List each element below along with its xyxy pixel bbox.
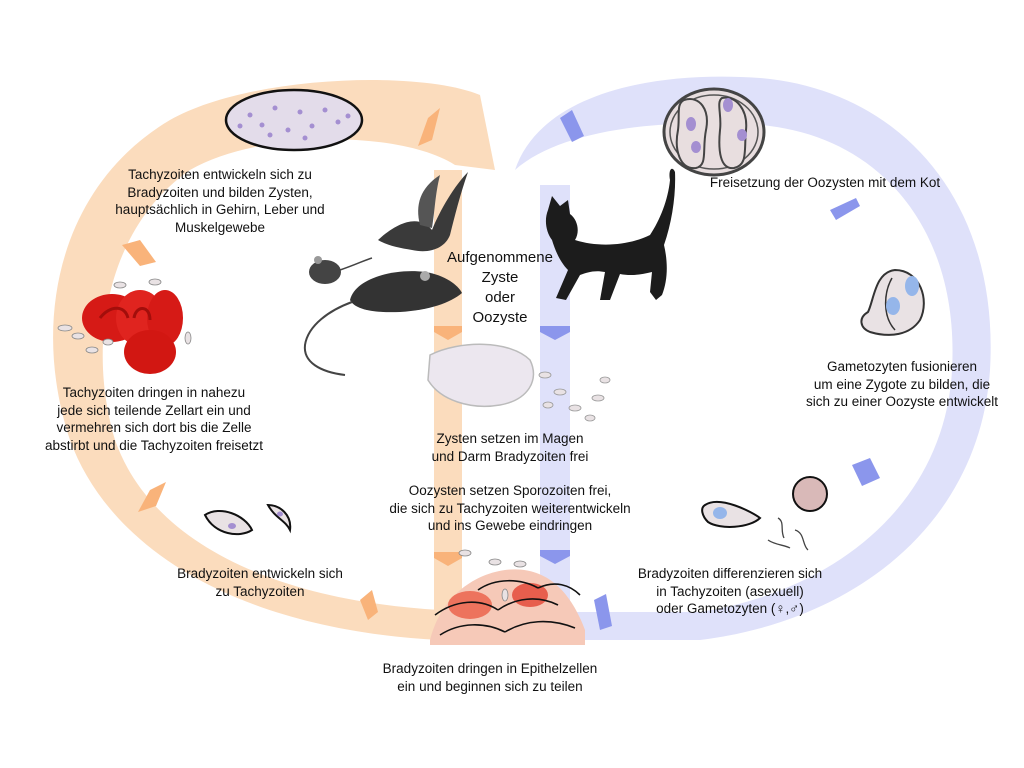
intermediate-cycle-band — [53, 80, 495, 641]
label-cysts-release: Zysten setzen im Magen und Darm Bradyzoi… — [431, 431, 589, 464]
intermediate-chevron — [122, 240, 156, 266]
sporulated-oocyst-illustration — [662, 87, 766, 177]
label-cyst-formation: Tachyzoiten entwickeln sich zu Bradyzoit… — [115, 167, 325, 235]
intestinal-epithelium-illustration — [430, 549, 585, 645]
definitive-chevron — [540, 326, 570, 340]
label-brady-to-tachy: Bradyzoiten entwickeln sich zu Tachyzoit… — [177, 566, 343, 599]
label-oocyst-shedding: Freisetzung der Oozysten mit dem Kot — [709, 175, 941, 190]
bird-illustration — [378, 172, 468, 252]
mouse-illustration — [309, 256, 373, 284]
red-blood-cells-illustration — [57, 278, 192, 374]
label-oocysts-release: Oozysten setzen Sporozoiten frei, die si… — [389, 483, 631, 533]
definitive-chevron — [560, 110, 584, 142]
cat-illustration — [545, 168, 676, 300]
definitive-chevron — [540, 550, 570, 564]
intermediate-chevron — [434, 552, 462, 566]
definitive-cycle-band — [515, 76, 991, 640]
label-gametocyte-fusion: Gametozyten fusionieren um eine Zygote z… — [805, 359, 999, 409]
intermediate-chevron — [418, 108, 440, 146]
intermediate-chevron — [138, 482, 166, 512]
label-differentiation: Bradyzoiten differenzieren sich in Tachy… — [637, 566, 823, 616]
definitive-chevron — [830, 198, 860, 220]
definitive-host-cycle — [515, 76, 991, 640]
intermediate-chevron — [360, 590, 378, 620]
definitive-chevron — [852, 458, 880, 486]
ruptured-cyst-illustration — [427, 343, 611, 422]
label-tachyzoite-invasion: Tachyzoiten dringen in nahezu jede sich … — [44, 385, 264, 453]
tissue-cyst-illustration — [224, 88, 364, 152]
gametocyte-illustration — [701, 500, 762, 528]
intermediate-host-cycle — [53, 80, 495, 641]
label-ingested-cyst-or-oocyst: Aufgenommene Zyste oder Oozyste — [447, 249, 553, 326]
microgametes-illustration — [767, 517, 809, 551]
rat-illustration — [303, 271, 462, 376]
definitive-chevron — [594, 594, 612, 630]
tachyzoites-illustration — [203, 503, 292, 536]
unsporulated-oocyst-illustration — [860, 268, 925, 336]
label-epithelial-invasion: Bradyzoiten dringen in Epithelzellen ein… — [382, 661, 598, 694]
intermediate-chevron — [434, 326, 462, 340]
zygote-illustration — [792, 476, 828, 512]
